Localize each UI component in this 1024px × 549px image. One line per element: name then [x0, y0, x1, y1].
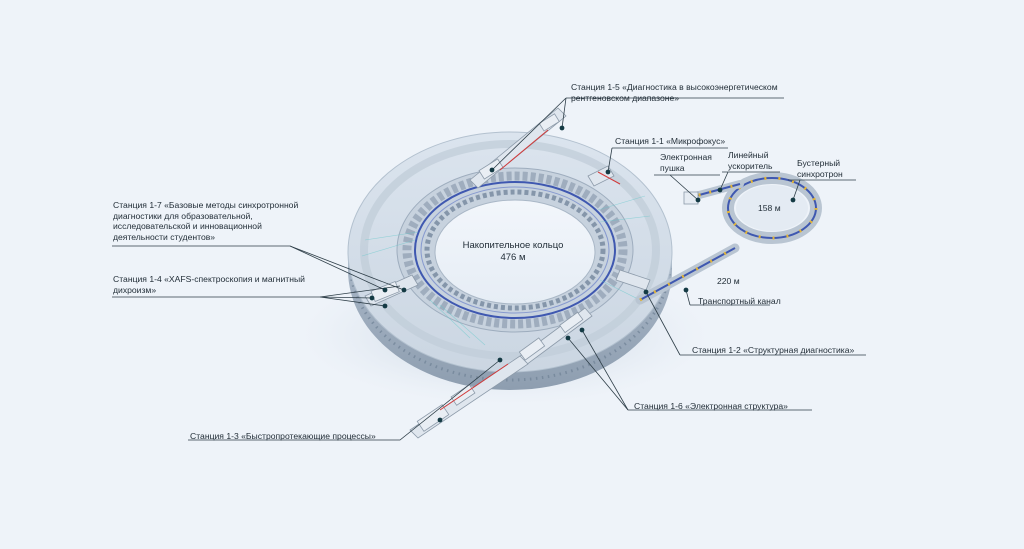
transport-channel: [635, 243, 740, 305]
label-station-1-4-line-1: Станция 1-4 «XAFS-спектроскопия и магнит…: [113, 274, 305, 284]
booster-length: 158 м: [758, 203, 781, 213]
label-linac-line-2: ускоритель: [728, 160, 773, 171]
label-electron-gun-line-2: пушка: [660, 162, 685, 173]
label-station-1-3: Станция 1-3 «Быстропротекающие процессы»: [190, 431, 376, 442]
label-station-1-2-line-1: Станция 1-2 «Структурная диагностика»: [692, 345, 855, 355]
label-station-1-4: Станция 1-4 «XAFS-спектроскопия и магнит…: [113, 274, 305, 295]
transport-length-label: 220 м: [717, 276, 740, 287]
label-electron-gun-line-1: Электронная: [660, 152, 712, 162]
storage-ring-title: Накопительное кольцо: [462, 240, 564, 251]
tunnel-inner-blocks: [424, 189, 606, 311]
storage-ring-length: 476 м: [500, 252, 526, 263]
label-station-1-7: Станция 1-7 «Базовые методы синхротронно…: [113, 200, 298, 242]
label-linac: Линейный ускоритель: [728, 150, 773, 171]
label-electron-gun: Электронная пушка: [660, 152, 712, 173]
storage-ring-label: Накопительное кольцо 476 м: [438, 240, 588, 264]
storage-ring-beam: [414, 181, 616, 319]
label-linac-line-1: Линейный: [728, 150, 769, 160]
ring-hole: [434, 199, 596, 305]
label-booster-line-1: Бустерный: [797, 158, 841, 168]
station-nodes: [369, 125, 796, 423]
label-station-1-1-line-1: Станция 1-1 «Микрофокус»: [615, 136, 726, 146]
label-station-1-7-line-2: диагностики для образовательной,: [113, 210, 253, 221]
ring-outer-band: [360, 140, 660, 360]
transport-length: 220 м: [717, 276, 740, 286]
beam-fans: [361, 195, 651, 346]
label-station-1-7-line-3: исследовательской и инновационной: [113, 221, 262, 232]
label-station-1-2: Станция 1-2 «Структурная диагностика»: [692, 345, 854, 356]
label-station-1-3-line-1: Станция 1-3 «Быстропротекающие процессы»: [190, 431, 376, 441]
leader-lines: [112, 97, 866, 441]
tunnel-blocks: [402, 171, 628, 329]
label-transport-channel-line-1: Транспортный канал: [698, 296, 781, 306]
label-station-1-5-line-2: рентгеновском диапазоне»: [571, 92, 680, 103]
booster-synchrotron: [722, 172, 822, 244]
storage-ring-beam-2: [420, 186, 610, 314]
label-transport-channel: Транспортный канал: [698, 296, 781, 307]
label-station-1-6: Станция 1-6 «Электронная структура»: [634, 401, 788, 412]
label-station-1-5: Станция 1-5 «Диагностика в высокоэнергет…: [571, 82, 778, 103]
label-station-1-5-line-1: Станция 1-5 «Диагностика в высокоэнергет…: [571, 82, 778, 92]
label-station-1-4-line-2: дихроизм»: [113, 284, 157, 295]
label-station-1-1: Станция 1-1 «Микрофокус»: [615, 136, 725, 147]
label-booster: Бустерный синхротрон: [797, 158, 843, 179]
label-station-1-6-line-1: Станция 1-6 «Электронная структура»: [634, 401, 788, 411]
label-station-1-7-line-4: деятельности студентов»: [113, 231, 216, 242]
label-booster-line-2: синхротрон: [797, 168, 843, 179]
linear-accelerator: [683, 180, 744, 205]
label-station-1-7-line-1: Станция 1-7 «Базовые методы синхротронно…: [113, 200, 299, 210]
booster-length-label: 158 м: [758, 203, 781, 214]
red-beams: [439, 129, 621, 411]
